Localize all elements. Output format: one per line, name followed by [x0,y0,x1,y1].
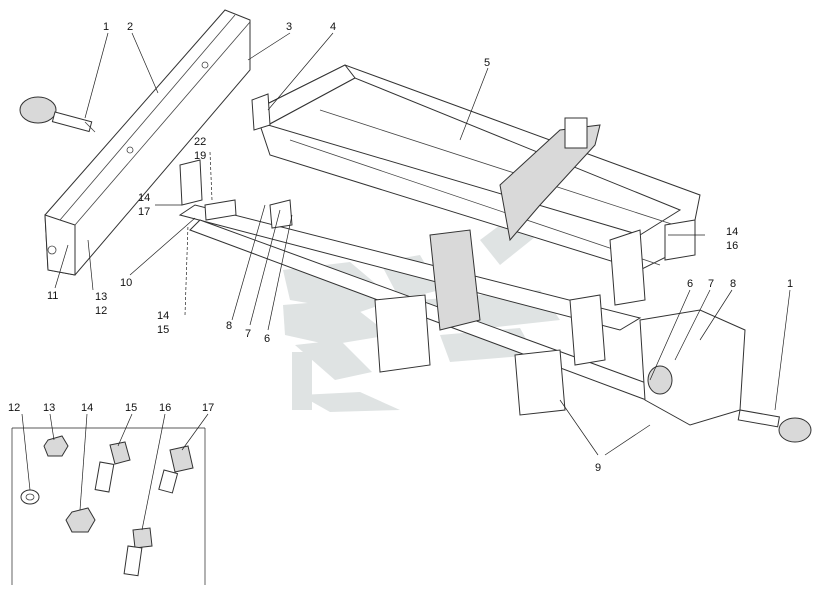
callout-15-a: 15 [157,324,170,336]
callout-13-a: 13 [95,291,108,303]
callout-1-right: 1 [787,278,794,290]
callout-5: 5 [484,57,491,69]
callout-10: 10 [120,277,133,289]
callout-12-a: 12 [95,305,108,317]
callout-16-a: 16 [726,240,739,252]
callout-7-b: 7 [708,278,715,290]
left-side-member [44,9,251,276]
callout-6-a: 6 [264,333,271,345]
callout-13-inset: 13 [43,402,56,414]
left-tie-rod-end [19,96,96,133]
leader-lines [54,32,791,456]
callout-1-left: 1 [103,21,110,33]
callout-14-inset: 14 [81,402,94,414]
callout-8-b: 8 [730,278,737,290]
callout-8-a: 8 [226,320,233,332]
small-brackets [179,93,293,229]
center-lever-assembly [374,117,606,416]
callout-11: 11 [47,290,59,302]
callout-4: 4 [330,21,337,33]
callout-2: 2 [127,21,134,33]
right-end-assembly [609,219,812,443]
callout-6-b: 6 [687,278,694,290]
callout-9: 9 [595,462,602,474]
callout-17-inset: 17 [202,402,215,414]
callout-15-inset: 15 [125,402,138,414]
callout-14-c: 14 [726,226,739,238]
callout-16-inset: 16 [159,402,172,414]
callout-17-a: 17 [138,206,151,218]
callout-12-inset: 12 [8,402,21,414]
fastener-detail-inset [11,413,209,585]
callout-7-a: 7 [245,328,252,340]
callout-14-a: 14 [138,192,151,204]
callout-19: 19 [194,150,207,162]
callout-14-b: 14 [157,310,170,322]
callout-3: 3 [286,21,293,33]
callout-22: 22 [194,136,207,148]
